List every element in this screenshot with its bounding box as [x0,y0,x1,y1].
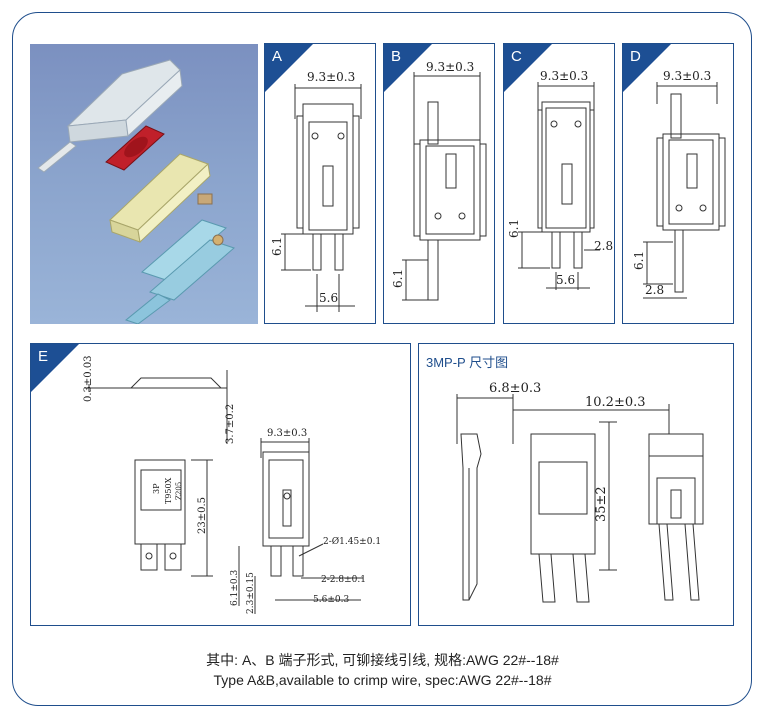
mark-line-2: T950X [164,477,173,504]
dim-width: 9.3±0.3 [540,69,588,83]
mark-line-1: 3P [152,483,161,494]
dim-width: 9.3±0.3 [426,60,474,74]
panel-b: B 9.3±0.3 6.1 [383,43,495,324]
caption-line-2: Type A&B,available to crimp wire, spec:A… [213,672,552,688]
dim-side-height: 3.7±0.2 [225,404,236,444]
dim-width: 9.3±0.3 [663,69,711,83]
dim-body-height: 23±0.5 [197,497,208,534]
caption-line-1: 其中: A、B 端子形式, 可铆接线引线, 规格:AWG 22#--18# [206,652,559,668]
panel-tag [31,344,79,392]
dim-width: 9.3±0.3 [267,428,307,439]
panel-tag [384,44,432,92]
panel-tag-label: A [272,48,283,65]
dim-pitch: 5.6 [556,273,575,287]
panel-3mp-p: 6.8±0.3 10.2±0.3 35±2 [418,343,734,626]
dim-lead-2: 2.3±0.15 [246,572,256,614]
exploded-3d-render [30,44,258,325]
panel-tag-label: E [38,348,49,365]
dim-height: 6.1 [507,219,521,238]
dim-lead: 6.1±0.3 [230,570,240,606]
dim-height: 6.1 [270,237,284,256]
dim-height: 6.1 [632,251,646,270]
dim-height: 35±2 [594,486,609,522]
dim-pitch: 5.6 [319,291,338,305]
dim-pin: 2.8 [645,283,664,297]
panel-tag-label: C [511,48,522,65]
dim-hole: 2-Ø1.45±0.1 [323,536,381,547]
panel-a: A 9.3±0.3 6.1 5.6 [264,43,376,324]
dim-pin-width: 2-2.8±0.1 [321,575,366,585]
panel-d: D 9.3±0.3 6.1 2.8 [622,43,734,324]
panel-tag-label: B [391,48,402,65]
panel-tag [623,44,671,92]
dim-width: 9.3±0.3 [307,70,355,84]
dim-width-2: 10.2±0.3 [585,395,646,410]
dim-pin: 2.8 [594,239,613,253]
panel-c: C 9.3±0.3 6.1 2.8 5.6 [503,43,615,324]
dim-height: 6.1 [391,269,405,288]
panel-tag-label: D [630,48,641,65]
dim-thickness: 0.3±0.03 [83,355,94,402]
dim-width-1: 6.8±0.3 [489,381,541,396]
panel-tag [265,44,313,92]
mark-line-3: Z205 [175,482,183,500]
dim-pitch: 5.6±0.3 [313,595,349,605]
panel-tag [504,44,552,92]
panel-3mp-title: 3MP-P 尺寸图 [426,355,509,370]
panel-e: E 0.3±0.03 3.7±0.2 3P T950X Z205 23±0.5 … [30,343,411,626]
